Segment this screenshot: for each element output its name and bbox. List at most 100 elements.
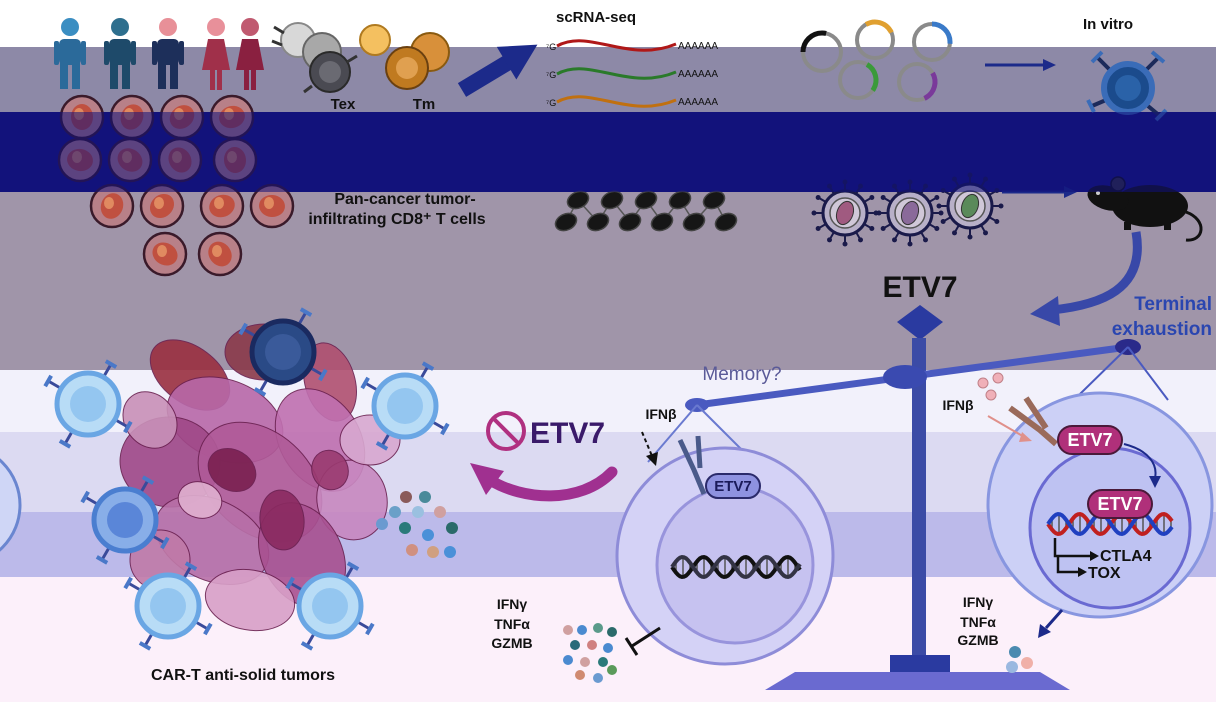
target-gene-label: CTLA4 — [1100, 548, 1152, 565]
etv7-pill — [1057, 425, 1123, 455]
cytokine-label: IFNγ — [963, 594, 994, 610]
nucleosome-bead — [618, 212, 642, 232]
car-t-cell-icon — [285, 561, 375, 651]
cytokine-dot — [603, 643, 613, 653]
ifnb-dashed-arrow — [641, 431, 658, 466]
virus-icon — [876, 179, 944, 247]
mrna-transcripts: ⁷G ⁷G ⁷G AAAAAA AAAAAA AAAAAA — [546, 39, 718, 108]
nucleosome-bead — [650, 212, 674, 232]
scrna-seq-title: scRNA-seq — [556, 9, 636, 26]
ifnb-molecules — [977, 372, 1032, 442]
person-icon — [236, 18, 264, 90]
etv7-pill-label: ETV7 — [1097, 494, 1142, 514]
tumor-cell-blob — [311, 449, 349, 491]
organ-icon — [199, 183, 245, 229]
tumor-cell-blob — [259, 489, 305, 551]
ifnb-receptor-icon — [677, 435, 707, 495]
tumor-cell-blob — [177, 481, 223, 519]
cytokine-dot — [563, 625, 573, 635]
virus-icon — [936, 172, 1004, 240]
car-receptor — [143, 632, 154, 647]
cytokine-dot — [427, 546, 439, 558]
memory-label: Memory? — [702, 364, 781, 385]
mrna-red — [556, 39, 677, 52]
person-icon — [152, 18, 184, 89]
mrna-green — [556, 67, 677, 80]
dna-helix-icon — [1046, 511, 1174, 537]
car-receptor — [356, 620, 371, 631]
pan-cancer-label-line2: infiltrating CD8⁺ T cells — [308, 211, 485, 228]
car-receptor — [102, 363, 113, 378]
cytokine-dot — [376, 518, 388, 530]
cytokine-dot — [563, 655, 573, 665]
pan-cancer-label-line1: Pan-cancer tumor- — [334, 191, 475, 208]
car-receptor — [47, 379, 62, 390]
polya-tail: AAAAAA — [678, 69, 718, 80]
tumor-cell-blob — [207, 448, 257, 492]
nucleosome-bead — [714, 212, 738, 232]
car-receptor — [194, 620, 209, 631]
car-receptor — [344, 565, 355, 580]
car-t-cells — [43, 307, 450, 651]
memory-t-cell: ETV7 — [615, 435, 835, 666]
cytokine-dot — [598, 657, 608, 667]
nucleosome-bead — [566, 190, 590, 210]
arrow-knockout-to-car-t — [470, 463, 618, 502]
organ-icon — [89, 183, 135, 229]
cytokine-dot — [446, 522, 458, 534]
car-receptor — [100, 546, 111, 561]
dna-helix-icon — [670, 554, 802, 580]
tumor-cell-blob — [122, 391, 178, 449]
chromatin-beads-icon — [554, 190, 738, 232]
tm-label: Tm — [413, 96, 436, 113]
glitch-band-overlay — [0, 112, 1216, 192]
organ-icon — [249, 183, 295, 229]
car-t-cell-icon — [80, 475, 170, 565]
car-t-cell-icon — [123, 561, 213, 651]
car-receptor — [431, 420, 446, 431]
nucleosome-bead — [682, 212, 706, 232]
cytokine-dot — [434, 506, 446, 518]
etv7-pill — [705, 473, 761, 499]
car-receptor — [309, 366, 324, 377]
cytokine-dot — [399, 522, 411, 534]
organ-icon — [197, 231, 243, 277]
etv7-pill-label: ETV7 — [714, 478, 752, 495]
cytokine-dots — [376, 491, 458, 558]
car-receptor — [305, 632, 316, 647]
cytokine-dot — [389, 506, 401, 518]
knockout-symbol-icon — [486, 411, 526, 451]
cytokine-dot — [593, 673, 603, 683]
cytokine-label: IFNγ — [497, 596, 528, 612]
cytokine-dot — [587, 640, 597, 650]
arrow-to-scrna-seq — [457, 44, 538, 97]
cap-label: ⁷G — [546, 42, 556, 52]
car-receptor — [297, 311, 308, 326]
car-receptor — [127, 581, 142, 592]
car-t-cell-icon — [238, 307, 328, 397]
tex-label: Tex — [331, 96, 356, 113]
polya-tail: AAAAAA — [678, 41, 718, 52]
solid-tumor-icon — [119, 323, 401, 632]
cytokine-dot — [607, 665, 617, 675]
partial-cell — [0, 458, 22, 552]
scale-base — [765, 672, 1070, 690]
cytokine-dot — [593, 623, 603, 633]
car-receptor — [84, 495, 99, 506]
exhausted-t-cell: ETV7 ETV7 CTLA4 TOX — [986, 391, 1214, 619]
cytokine-label: GZMB — [491, 635, 532, 651]
scale-pole — [912, 338, 926, 660]
cytokine-dot — [607, 627, 617, 637]
arrow-mouse-to-exhaustion — [1030, 231, 1142, 326]
ifnb-label: IFNβ — [942, 397, 974, 413]
knockout-label: ETV7 — [530, 417, 605, 450]
car-receptor — [419, 365, 430, 380]
mrna-orange — [556, 95, 677, 108]
cytokine-dot — [419, 491, 431, 503]
in-vitro-label: In vitro — [1083, 16, 1133, 33]
cytokine-label: TNFα — [494, 616, 530, 632]
arrow-to-in-vitro — [985, 59, 1056, 71]
car-t-cell-icon — [43, 359, 133, 449]
cap-label: ⁷G — [546, 98, 556, 108]
